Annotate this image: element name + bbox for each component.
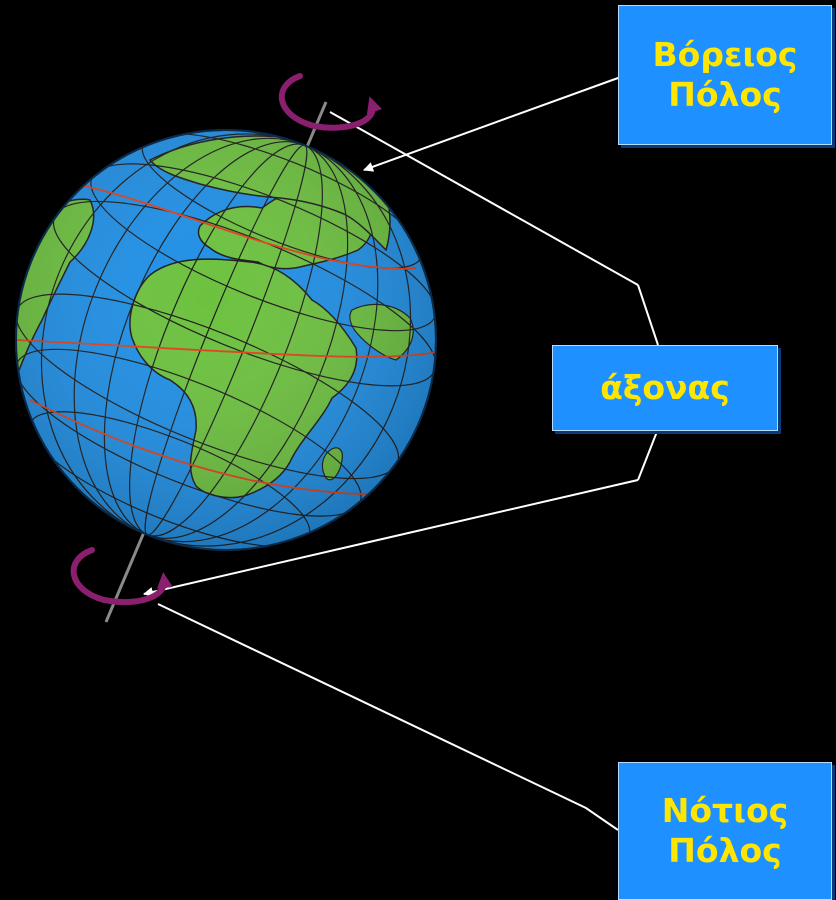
north-pole-pointer — [364, 78, 618, 170]
axis-bracket-mid-top — [638, 285, 658, 345]
north-pole-label: Βόρειος Πόλος — [618, 5, 832, 145]
south-pole-label-line1: Νότιος — [662, 791, 788, 831]
south-pole-label-line2: Πόλος — [668, 831, 781, 871]
north-pole-label-line1: Βόρειος — [653, 35, 798, 75]
rotation-arrow-icon-north — [282, 76, 373, 128]
axis-label-text: άξονας — [600, 368, 730, 408]
axis-bracket-mid-bottom — [638, 429, 658, 480]
south-pole-label: Νότιος Πόλος — [618, 762, 832, 900]
north-pole-label-line2: Πόλος — [668, 75, 781, 115]
axis-label: άξονας — [552, 345, 778, 431]
south-pole-pointer — [158, 604, 618, 830]
